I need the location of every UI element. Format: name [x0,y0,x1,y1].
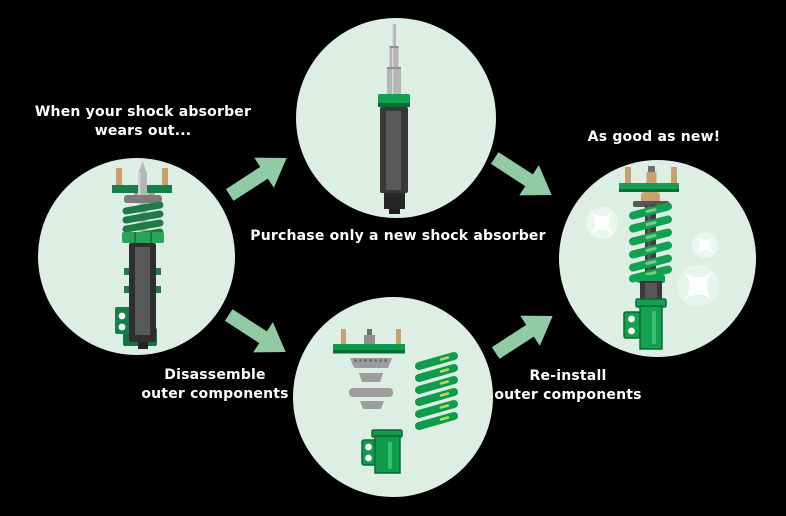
label-worn-line2: wears out... [94,123,192,139]
label-disassemble-line1: Disassemble [164,367,266,383]
step-circle-disassemble [293,297,493,497]
step-circle-worn [38,158,235,355]
step-circle-restored [559,160,756,357]
label-restored-line1: As good as new! [587,129,721,145]
restored-coilover-sparkles-illustration [586,166,719,350]
label-restored: As good as new! [554,128,754,147]
label-reinstall-line2: outer components [494,387,642,403]
step-circle-purchase [296,18,496,218]
label-worn: When your shock absorber wears out... [23,103,263,141]
label-purchase-line1: Purchase only a new shock absorber [250,228,546,244]
label-worn-line1: When your shock absorber [34,104,252,120]
arrow-worn-to-disassemble-icon [224,309,286,353]
label-reinstall-line1: Re-install [529,368,607,384]
worn-coilover-illustration [112,161,172,349]
arrow-purchase-to-restored-icon [490,152,552,196]
new-shock-absorber-illustration [378,24,410,214]
label-disassemble-line2: outer components [141,386,289,402]
arrow-reinstall-to-restored-icon [491,315,553,359]
label-purchase: Purchase only a new shock absorber [238,227,558,246]
label-disassemble: Disassemble outer components [105,366,325,404]
disassembled-components-illustration [333,329,458,474]
label-reinstall: Re-install outer components [458,367,678,405]
arrow-worn-to-purchase-icon [225,157,287,201]
